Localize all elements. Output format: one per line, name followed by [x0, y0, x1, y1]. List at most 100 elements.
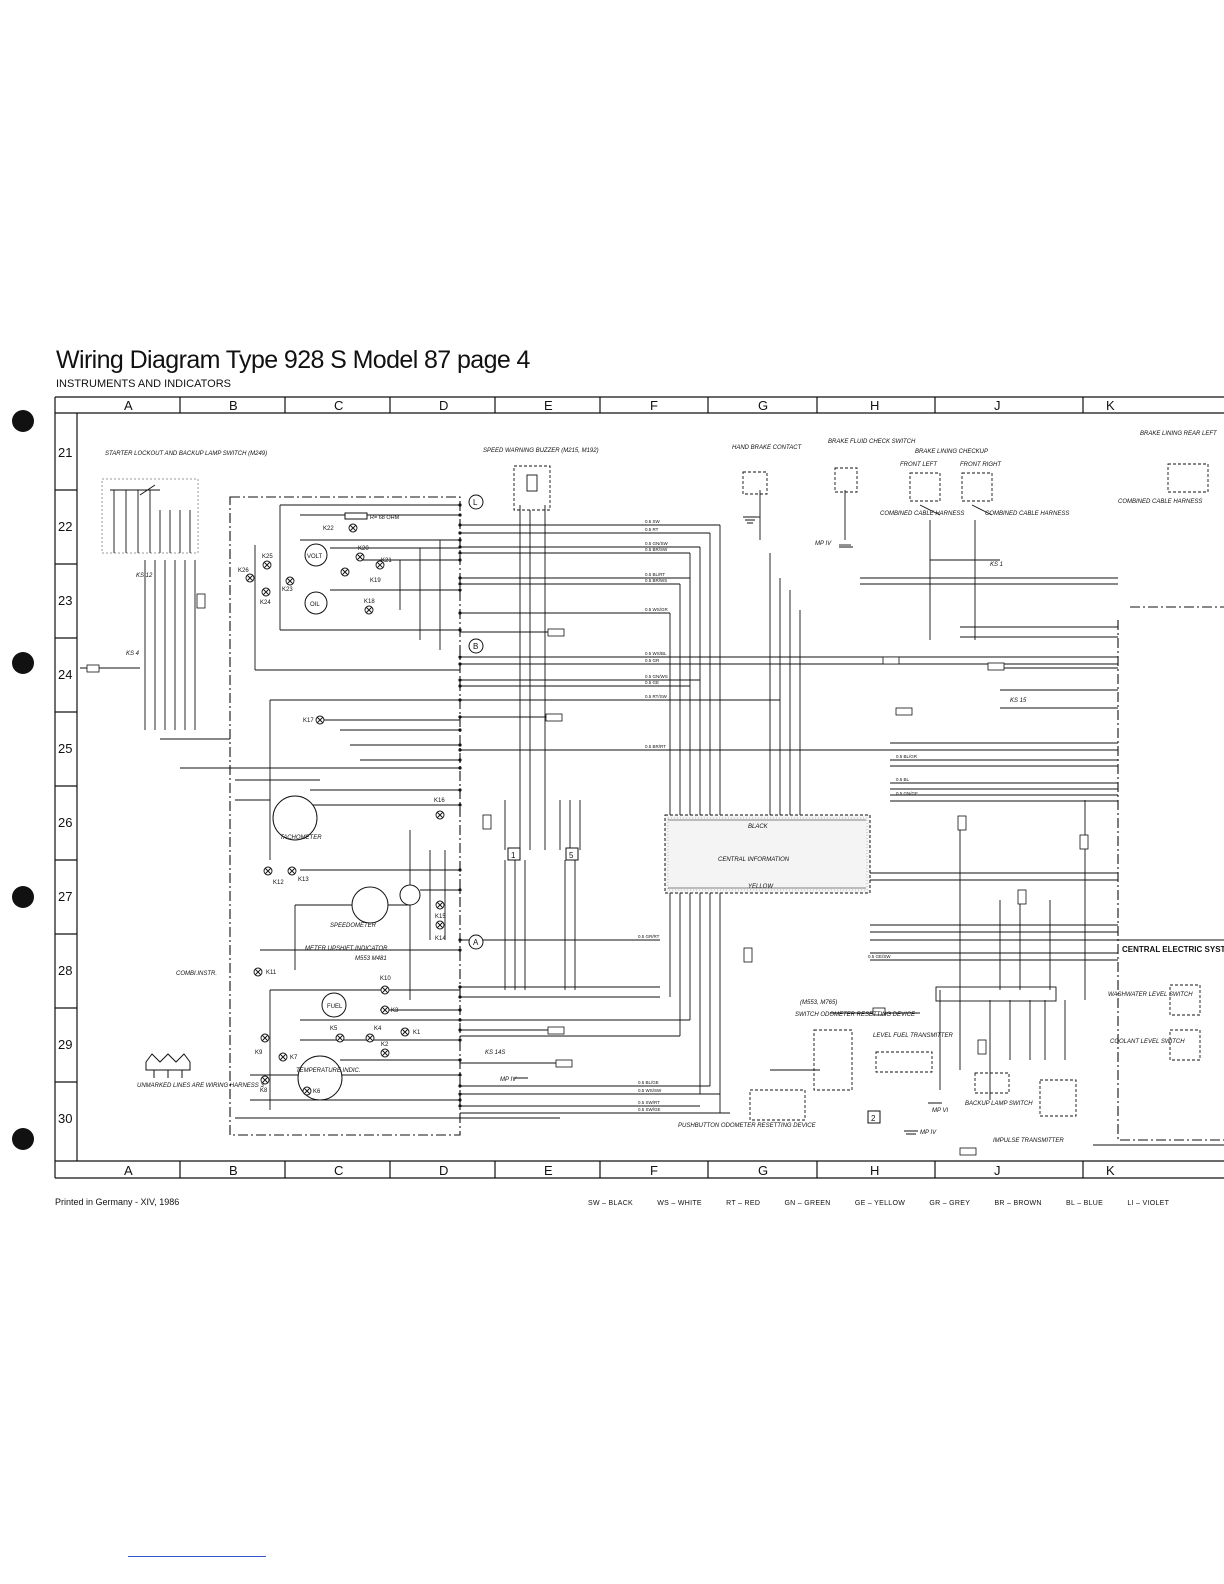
wire-color-legend: SW – BLACK WS – WHITE RT – RED GN – GREE…	[588, 1200, 1191, 1207]
svg-text:A: A	[124, 1163, 133, 1178]
svg-text:(M553, M765): (M553, M765)	[800, 1000, 837, 1006]
svg-text:UNMARKED LINES ARE WIRING HARN: UNMARKED LINES ARE WIRING HARNESS 3	[137, 1083, 264, 1089]
svg-text:VOLT: VOLT	[307, 554, 323, 560]
svg-text:F: F	[650, 398, 658, 413]
svg-text:5: 5	[569, 851, 574, 860]
svg-text:KS 4: KS 4	[126, 651, 140, 657]
svg-text:30: 30	[58, 1111, 72, 1126]
harness-icon	[145, 1053, 191, 1078]
wire-color-labels: 0.5 SW0.5 RT 0.5 GN/SW0.5 BR/SW 0.5 BL/R…	[638, 519, 918, 1112]
svg-text:BACKUP LAMP SWITCH: BACKUP LAMP SWITCH	[965, 1101, 1033, 1107]
svg-text:E: E	[544, 1163, 553, 1178]
svg-text:MP IV: MP IV	[500, 1077, 517, 1083]
svg-text:0.5 GN/GE: 0.5 GN/GE	[896, 791, 918, 796]
svg-text:24: 24	[58, 667, 72, 682]
svg-text:B: B	[229, 398, 238, 413]
connector-marker-labels: L B A	[473, 498, 479, 947]
indicator-lamps	[245, 523, 445, 1096]
divider	[128, 1556, 266, 1557]
svg-text:G: G	[758, 398, 768, 413]
svg-text:BRAKE LINING CHECKUP: BRAKE LINING CHECKUP	[915, 449, 988, 455]
svg-text:A: A	[473, 938, 479, 947]
svg-text:K26: K26	[238, 568, 249, 574]
svg-text:MP IV: MP IV	[920, 1130, 937, 1136]
svg-text:K15: K15	[435, 914, 446, 920]
punch-hole	[12, 886, 34, 908]
svg-text:D: D	[439, 398, 448, 413]
svg-text:B: B	[473, 642, 478, 651]
svg-text:KS 12: KS 12	[136, 573, 153, 579]
legend-item: BL – BLUE	[1066, 1200, 1104, 1207]
svg-text:R= 68 OHM: R= 68 OHM	[370, 515, 400, 521]
svg-text:D: D	[439, 1163, 448, 1178]
svg-text:TEMPERATURE INDIC.: TEMPERATURE INDIC.	[296, 1068, 361, 1074]
gauges	[272, 543, 421, 1101]
starter-switch-block	[101, 478, 199, 554]
ground-symbols	[514, 516, 942, 1135]
svg-text:0.5 GE/SW: 0.5 GE/SW	[868, 954, 891, 959]
diagram-frame	[54, 396, 1224, 1179]
svg-text:C: C	[334, 398, 343, 413]
connector-markers	[468, 494, 484, 950]
svg-text:COMBINED CABLE HARNESS: COMBINED CABLE HARNESS	[880, 511, 964, 517]
svg-text:BLACK: BLACK	[748, 824, 769, 830]
svg-text:YELLOW: YELLOW	[748, 884, 774, 890]
svg-text:1: 1	[511, 851, 516, 860]
central-information-unit	[664, 814, 871, 894]
svg-text:B: B	[229, 1163, 238, 1178]
svg-text:LEVEL FUEL TRANSMITTER: LEVEL FUEL TRANSMITTER	[873, 1033, 953, 1039]
svg-text:0.5 GN/WS: 0.5 GN/WS	[645, 674, 668, 679]
legend-item: RT – RED	[726, 1200, 761, 1207]
svg-text:KS 1: KS 1	[990, 562, 1003, 568]
svg-text:0.5 GN/SW: 0.5 GN/SW	[645, 541, 669, 546]
svg-text:0.5 BR/SW: 0.5 BR/SW	[645, 547, 668, 552]
svg-text:K13: K13	[298, 877, 309, 883]
svg-text:K19: K19	[370, 578, 381, 584]
svg-text:K16: K16	[434, 798, 445, 804]
svg-text:COMBINED CABLE HARNESS: COMBINED CABLE HARNESS	[1118, 499, 1202, 505]
svg-text:0.5 BR/RT: 0.5 BR/RT	[645, 744, 666, 749]
svg-text:K2: K2	[381, 1042, 389, 1048]
svg-text:C: C	[334, 1163, 343, 1178]
svg-text:0.5 BR/WS: 0.5 BR/WS	[645, 578, 667, 583]
svg-text:K3: K3	[391, 1008, 399, 1014]
svg-text:K23: K23	[282, 587, 293, 593]
svg-text:BRAKE FLUID CHECK SWITCH: BRAKE FLUID CHECK SWITCH	[828, 439, 916, 445]
svg-text:MP IV: MP IV	[815, 541, 832, 547]
svg-text:TACHOMETER: TACHOMETER	[280, 835, 322, 841]
svg-text:23: 23	[58, 593, 72, 608]
gauge-labels: VOLT OIL FUEL	[307, 554, 343, 1010]
svg-text:K: K	[1106, 1163, 1115, 1178]
svg-text:0.5 BL/GE: 0.5 BL/GE	[638, 1080, 659, 1085]
svg-text:0.5 BL/GR: 0.5 BL/GR	[896, 754, 918, 759]
svg-text:26: 26	[58, 815, 72, 830]
svg-text:21: 21	[58, 445, 72, 460]
svg-text:K9: K9	[255, 1050, 263, 1056]
svg-text:IMPULSE TRANSMITTER: IMPULSE TRANSMITTER	[993, 1138, 1064, 1144]
svg-text:K24: K24	[260, 600, 271, 606]
svg-text:J: J	[994, 398, 1001, 413]
odometer-reset-device	[749, 1029, 1077, 1121]
page-subtitle: INSTRUMENTS AND INDICATORS	[56, 378, 231, 390]
svg-text:0.5 SW/RT: 0.5 SW/RT	[638, 1100, 660, 1105]
component-labels: STARTER LOCKOUT AND BACKUP LAMP SWITCH (…	[105, 431, 1218, 1144]
svg-text:K10: K10	[380, 976, 391, 982]
svg-text:K20: K20	[358, 546, 369, 552]
svg-text:0.5 GE: 0.5 GE	[645, 680, 659, 685]
svg-text:FUEL: FUEL	[327, 1004, 343, 1010]
svg-text:0.5 GR: 0.5 GR	[645, 658, 660, 663]
combi-instrument-boundary	[229, 496, 1224, 1141]
svg-text:SWITCH ODOMETER RESETTING DEVI: SWITCH ODOMETER RESETTING DEVICE	[795, 1012, 916, 1018]
svg-text:E: E	[544, 398, 553, 413]
svg-text:OIL: OIL	[310, 602, 320, 608]
connector-pins	[458, 503, 462, 1108]
svg-text:0.5 WS/BL: 0.5 WS/BL	[645, 651, 667, 656]
central-information-labels: BLACK CENTRAL INFORMATION YELLOW	[718, 824, 790, 890]
svg-text:STARTER LOCKOUT AND BACKUP LAM: STARTER LOCKOUT AND BACKUP LAMP SWITCH (…	[105, 451, 267, 457]
svg-text:HAND BRAKE CONTACT: HAND BRAKE CONTACT	[732, 445, 803, 451]
svg-text:22: 22	[58, 519, 72, 534]
svg-text:FRONT RIGHT: FRONT RIGHT	[960, 462, 1002, 468]
svg-text:K17: K17	[303, 718, 314, 724]
resistor: R= 68 OHM	[344, 512, 400, 521]
